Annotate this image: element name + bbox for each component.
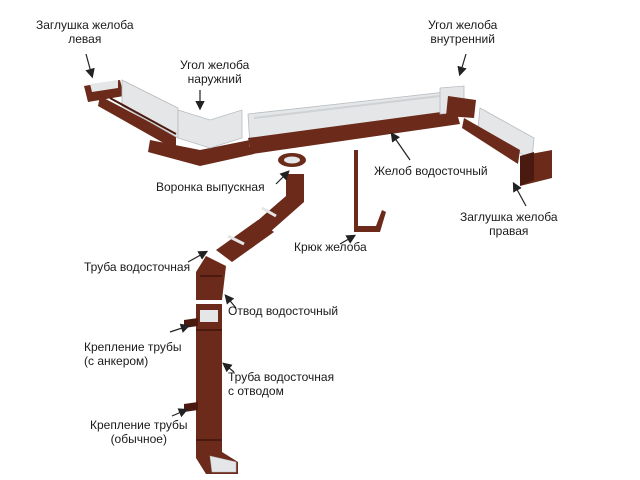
- arrow-elbow: [224, 294, 237, 309]
- label-pipe-with-outlet: Труба водосточная с отводом: [228, 370, 335, 398]
- label-pipe: Труба водосточная: [84, 260, 191, 274]
- arrow-pipe: [187, 250, 209, 263]
- label-corner-inner: Угол желоба внутренний: [428, 18, 498, 46]
- label-bracket-anchor: Крепление трубы (с анкером): [84, 340, 182, 368]
- arrow-hook: [339, 234, 357, 245]
- arrow-bracket-anchor: [169, 323, 191, 333]
- arrow-outlet: [275, 170, 290, 185]
- corner-outer: [148, 109, 254, 166]
- corner-inner: [439, 85, 476, 118]
- downpipe-lower: [196, 304, 238, 474]
- arrow-end-cap-left: [85, 53, 95, 79]
- arrow-gutter: [390, 132, 411, 161]
- arrow-end-cap-right: [512, 181, 527, 207]
- arrow-corner-inner: [457, 53, 467, 77]
- elbow: [196, 256, 226, 300]
- gutter-left-segment: [98, 79, 179, 150]
- outlet-funnel: [278, 153, 306, 167]
- label-gutter: Желоб водосточный: [374, 164, 488, 178]
- label-corner-outer: Угол желоба наружний: [180, 58, 250, 86]
- label-end-cap-left: Заглушка желоба левая: [36, 18, 134, 46]
- label-elbow: Отвод водосточный: [228, 304, 339, 318]
- label-outlet: Воронка выпускная: [156, 180, 265, 194]
- label-hook: Крюк желоба: [294, 240, 367, 254]
- gutter-main: [247, 91, 460, 154]
- gutter-hook: [354, 150, 386, 232]
- arrow-bracket-regular: [171, 408, 189, 418]
- arrow-pipe-with-outlet: [222, 362, 235, 373]
- downpipe-upper: [216, 174, 304, 262]
- end-cap-right: [520, 150, 552, 186]
- label-end-cap-right: Заглушка желоба правая: [460, 210, 558, 238]
- label-bracket-regular: Крепление трубы (обычное): [90, 418, 188, 446]
- end-cap-left: [84, 80, 124, 102]
- leader-arrows: [85, 53, 527, 418]
